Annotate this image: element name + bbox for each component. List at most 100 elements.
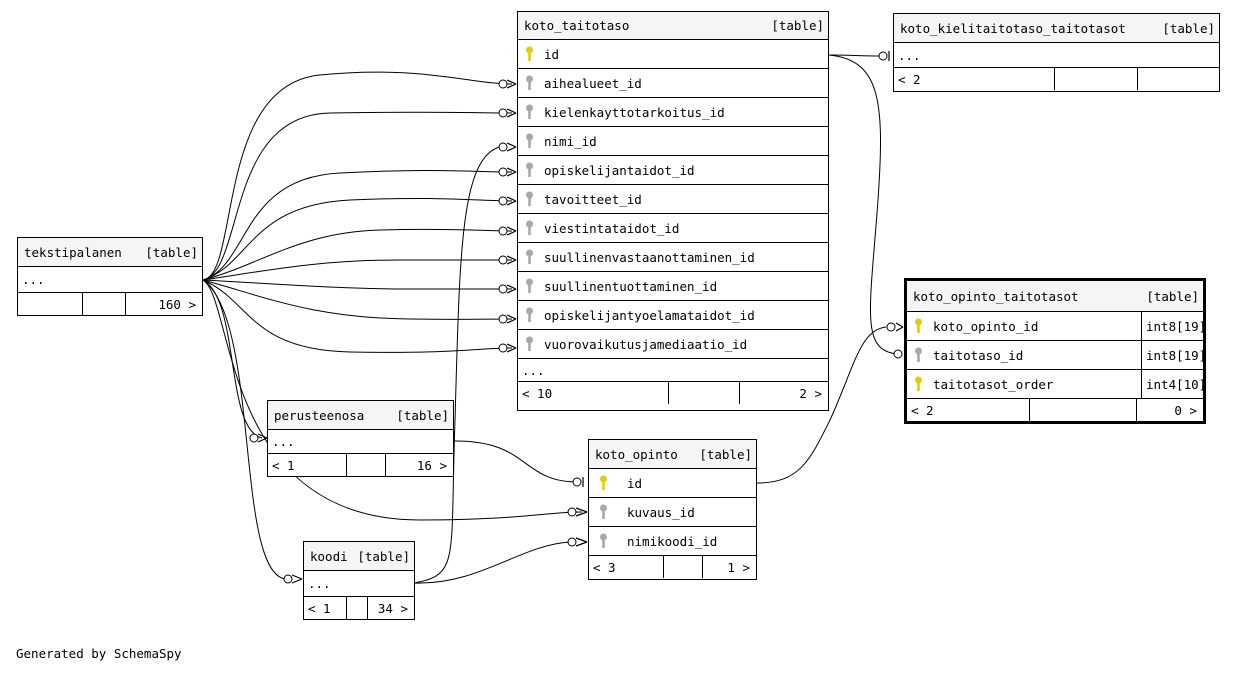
table-header: koto_kielitaitotaso_taitotasot [table] — [894, 14, 1219, 43]
column-row: kielenkayttotarkoitus_id — [518, 98, 828, 127]
table-name: perusteenosa — [274, 407, 365, 423]
table-koto-opinto-taitotasot[interactable]: koto_opinto_taitotasot [table] koto_opin… — [904, 278, 1206, 424]
table-footer: < 2 0 > — [907, 399, 1203, 421]
table-kind: [table] — [1146, 288, 1199, 304]
table-perusteenosa[interactable]: perusteenosa [table] ... < 1 16 > — [267, 400, 454, 477]
foreign-key-icon — [518, 185, 540, 213]
column-row: vuorovaikutusjamediaatio_id — [518, 330, 828, 359]
foreign-key-icon — [518, 98, 540, 126]
column-row: nimikoodi_id — [589, 527, 756, 556]
table-kind: [table] — [699, 446, 752, 462]
foreign-key-icon — [518, 243, 540, 271]
children-count[interactable]: 0 > — [1174, 402, 1197, 418]
column-row: taitotasot_order int4[10] — [907, 370, 1206, 399]
foreign-key-icon — [518, 156, 540, 184]
parents-count[interactable]: < 1 — [272, 457, 295, 473]
column-name: taitotasot_order — [933, 376, 1054, 392]
footer-spacer — [1054, 68, 1138, 90]
column-name: aihealueet_id — [544, 75, 642, 91]
children-count[interactable]: 2 > — [799, 385, 822, 401]
column-row: taitotaso_id int8[19] — [907, 341, 1206, 370]
column-name: kuvaus_id — [627, 504, 695, 520]
children-count[interactable]: 1 > — [727, 559, 750, 575]
foreign-key-icon — [589, 527, 617, 555]
table-kind: [table] — [1162, 20, 1215, 36]
table-koto-kielitaitotaso-taitotasot[interactable]: koto_kielitaitotaso_taitotasot [table] .… — [893, 13, 1220, 92]
column-row: nimi_id — [518, 127, 828, 156]
table-kind: [table] — [145, 244, 198, 260]
footer-spacer — [1029, 399, 1137, 421]
column-name: id — [544, 46, 560, 62]
parents-count[interactable]: < 10 — [522, 385, 553, 401]
table-footer: < 2 — [894, 68, 1219, 90]
table-name: tekstipalanen — [24, 244, 122, 260]
table-kind: [table] — [396, 407, 449, 423]
foreign-key-icon — [518, 272, 540, 300]
table-header: koodi [table] — [304, 542, 414, 571]
table-kind: [table] — [357, 548, 410, 564]
table-kind: [table] — [771, 18, 824, 33]
column-type: int8[19] — [1141, 312, 1206, 340]
children-count[interactable]: 160 > — [158, 296, 196, 312]
more-columns: ... — [894, 43, 1219, 68]
parents-count[interactable]: < 1 — [308, 600, 331, 616]
column-row: id — [589, 469, 756, 498]
more-columns: ... — [518, 359, 828, 382]
column-row: id — [518, 40, 828, 69]
children-count[interactable]: 34 > — [377, 600, 408, 616]
footer-spacer — [346, 454, 386, 476]
generated-by-label: Generated by SchemaSpy — [16, 646, 182, 661]
foreign-key-icon — [907, 341, 929, 369]
column-row: suullinenvastaanottaminen_id — [518, 243, 828, 272]
column-type: int8[19] — [1141, 341, 1206, 369]
column-name: id — [627, 475, 643, 491]
primary-key-icon — [518, 40, 540, 68]
table-footer: < 1 16 > — [268, 454, 453, 476]
table-name: koto_opinto — [595, 446, 678, 462]
column-row: opiskelijantaidot_id — [518, 156, 828, 185]
table-header: koto_taitotaso [table] — [518, 12, 828, 40]
foreign-key-icon — [518, 69, 540, 97]
column-name: opiskelijantyoelamataidot_id — [544, 307, 755, 323]
footer-spacer — [668, 382, 740, 404]
parents-count[interactable] — [18, 293, 82, 315]
children-count[interactable]: 16 > — [416, 457, 447, 473]
table-koodi[interactable]: koodi [table] ... < 1 34 > — [303, 541, 415, 620]
table-name: koto_kielitaitotaso_taitotasot — [900, 20, 1126, 36]
column-row: tavoitteet_id — [518, 185, 828, 214]
more-columns: ... — [18, 267, 202, 293]
table-koto-taitotaso[interactable]: koto_taitotaso [table] id aihealueet_id … — [517, 11, 829, 411]
table-koto-opinto[interactable]: koto_opinto [table] id kuvaus_id nimikoo… — [588, 439, 757, 580]
column-type: int4[10] — [1141, 370, 1206, 398]
footer-spacer — [82, 293, 126, 315]
parents-count[interactable]: < 2 — [911, 402, 934, 418]
column-name: nimikoodi_id — [627, 533, 718, 549]
column-row: opiskelijantyoelamataidot_id — [518, 301, 828, 330]
parents-count[interactable]: < 3 — [593, 559, 616, 575]
column-name: suullinentuottaminen_id — [544, 278, 718, 294]
column-name: kielenkayttotarkoitus_id — [544, 104, 725, 120]
primary-key-icon — [907, 312, 929, 340]
foreign-key-icon — [518, 127, 540, 155]
more-columns: ... — [304, 571, 414, 597]
column-name: koto_opinto_id — [933, 318, 1039, 334]
children-count[interactable] — [1138, 68, 1219, 90]
foreign-key-icon — [518, 301, 540, 329]
foreign-key-icon — [589, 498, 617, 526]
table-header: koto_opinto [table] — [589, 440, 756, 469]
column-name: opiskelijantaidot_id — [544, 162, 695, 178]
column-row: viestintataidot_id — [518, 214, 828, 243]
column-name: taitotaso_id — [933, 347, 1024, 363]
table-tekstipalanen[interactable]: tekstipalanen [table] ... 160 > — [17, 237, 203, 316]
column-name: tavoitteet_id — [544, 191, 642, 207]
table-footer: 160 > — [18, 293, 202, 315]
table-footer: < 3 1 > — [589, 556, 756, 578]
column-row: koto_opinto_id int8[19] — [907, 312, 1206, 341]
primary-key-icon — [589, 469, 617, 497]
table-name: koto_taitotaso — [524, 18, 630, 33]
footer-spacer — [663, 556, 703, 578]
column-name: nimi_id — [544, 133, 597, 149]
parents-count[interactable]: < 2 — [898, 71, 921, 87]
foreign-key-icon — [518, 330, 540, 358]
foreign-key-icon — [518, 214, 540, 242]
